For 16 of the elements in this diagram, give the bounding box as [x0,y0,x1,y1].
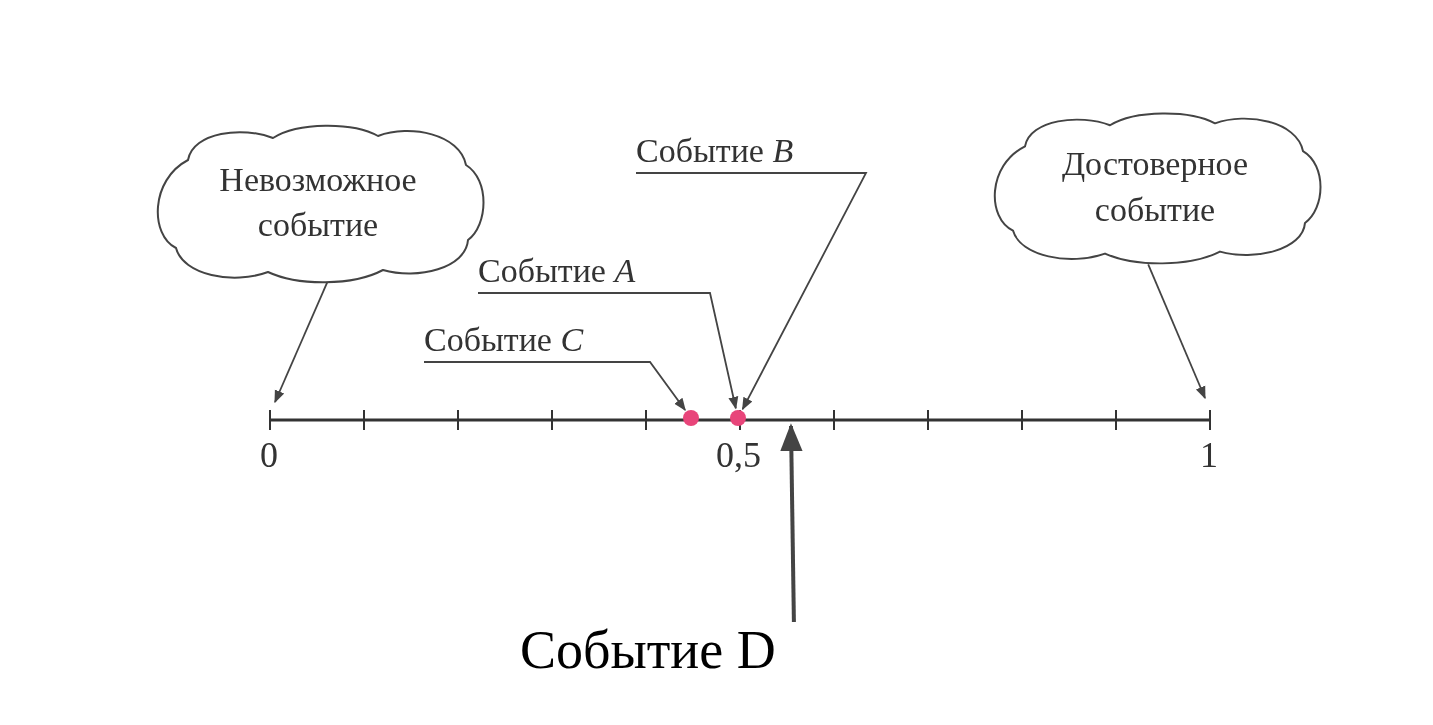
cloud-text: Достоверное событие [1060,144,1250,230]
cloud-text: Невозможное событие [218,159,418,246]
leader-line [635,172,868,411]
event-label: Событие C [424,322,584,362]
point-marker [730,410,746,426]
arrow [1147,263,1206,400]
event-label: Событие D [520,622,776,686]
event-label: Событие A [478,253,636,293]
tick-label: 1 [1200,434,1218,476]
tick-label: 0,5 [716,434,761,476]
leader-line [423,361,686,411]
arrow [780,423,803,623]
point-marker [683,410,699,426]
leader-line [477,292,739,410]
tick-label: 0 [260,434,278,476]
event-label: Событие B [636,133,794,173]
